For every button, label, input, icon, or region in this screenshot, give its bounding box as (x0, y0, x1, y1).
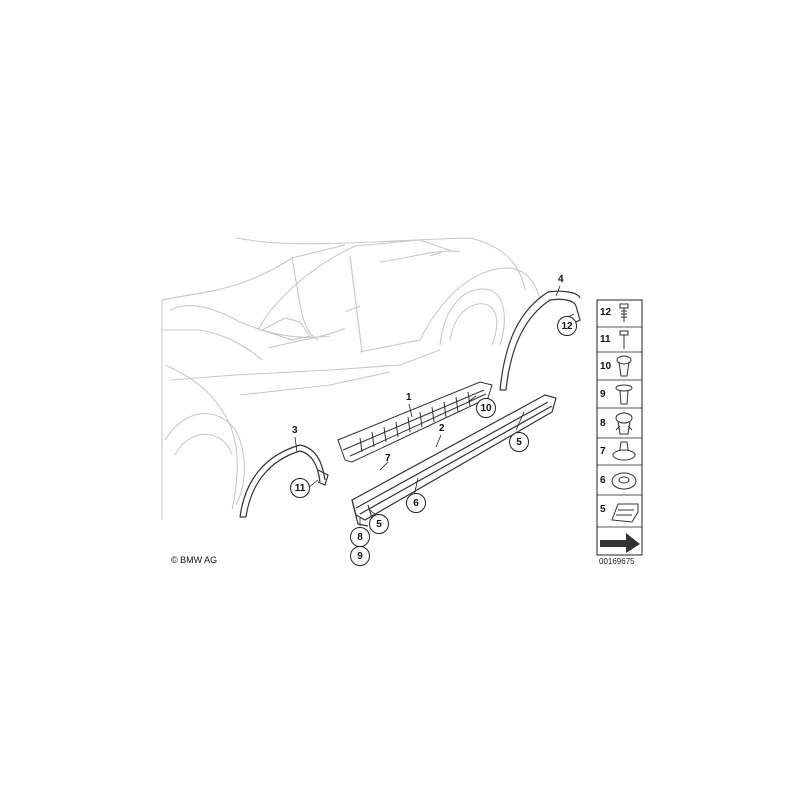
clip-8-icon (615, 412, 633, 435)
catalog-number: 00169675 (599, 557, 635, 566)
copyright-notice: © BMW AG (171, 555, 218, 565)
expanding-nut-10-icon (616, 355, 632, 377)
fastener-legend (596, 299, 643, 556)
front-wheel-arch-trim (239, 444, 329, 518)
callout-circled-5-right: 5 (509, 432, 529, 452)
callout-circled-10: 10 (476, 398, 496, 418)
callout-7: 7 (385, 453, 391, 464)
bolt-11-icon (619, 330, 629, 349)
legend-number-10: 10 (600, 361, 612, 372)
screw-12-icon (619, 303, 629, 322)
side-skirt (351, 394, 557, 527)
callout-circled-11: 11 (290, 478, 310, 498)
callout-circled-8: 8 (350, 527, 370, 547)
legend-number-8: 8 (600, 418, 606, 429)
legend-number-5: 5 (600, 504, 606, 515)
legend-number-7: 7 (600, 446, 606, 457)
leader-lines (294, 285, 575, 526)
expansion-rivet-7-icon (612, 441, 636, 461)
callout-2: 2 (439, 423, 445, 434)
bracket-clip-5-icon (611, 503, 639, 523)
callout-circled-5-left: 5 (369, 514, 389, 534)
rear-wheel-arch-trim (499, 290, 581, 391)
side-skirt-support-rail (337, 381, 493, 463)
legend-number-9: 9 (600, 389, 606, 400)
callout-3: 3 (292, 425, 298, 436)
legend-number-6: 6 (600, 475, 606, 486)
callout-circled-6: 6 (406, 493, 426, 513)
callout-1: 1 (406, 392, 412, 403)
legend-number-12: 12 (600, 307, 612, 318)
grommet-6-icon (611, 472, 637, 490)
legend-frame (596, 299, 643, 556)
push-rivet-9-icon (615, 384, 633, 405)
direction-arrow-icon (600, 533, 640, 553)
callout-circled-12: 12 (557, 316, 577, 336)
callout-4: 4 (558, 274, 564, 285)
callout-circled-9: 9 (350, 546, 370, 566)
car-outline (161, 237, 541, 520)
legend-number-11: 11 (600, 334, 611, 345)
